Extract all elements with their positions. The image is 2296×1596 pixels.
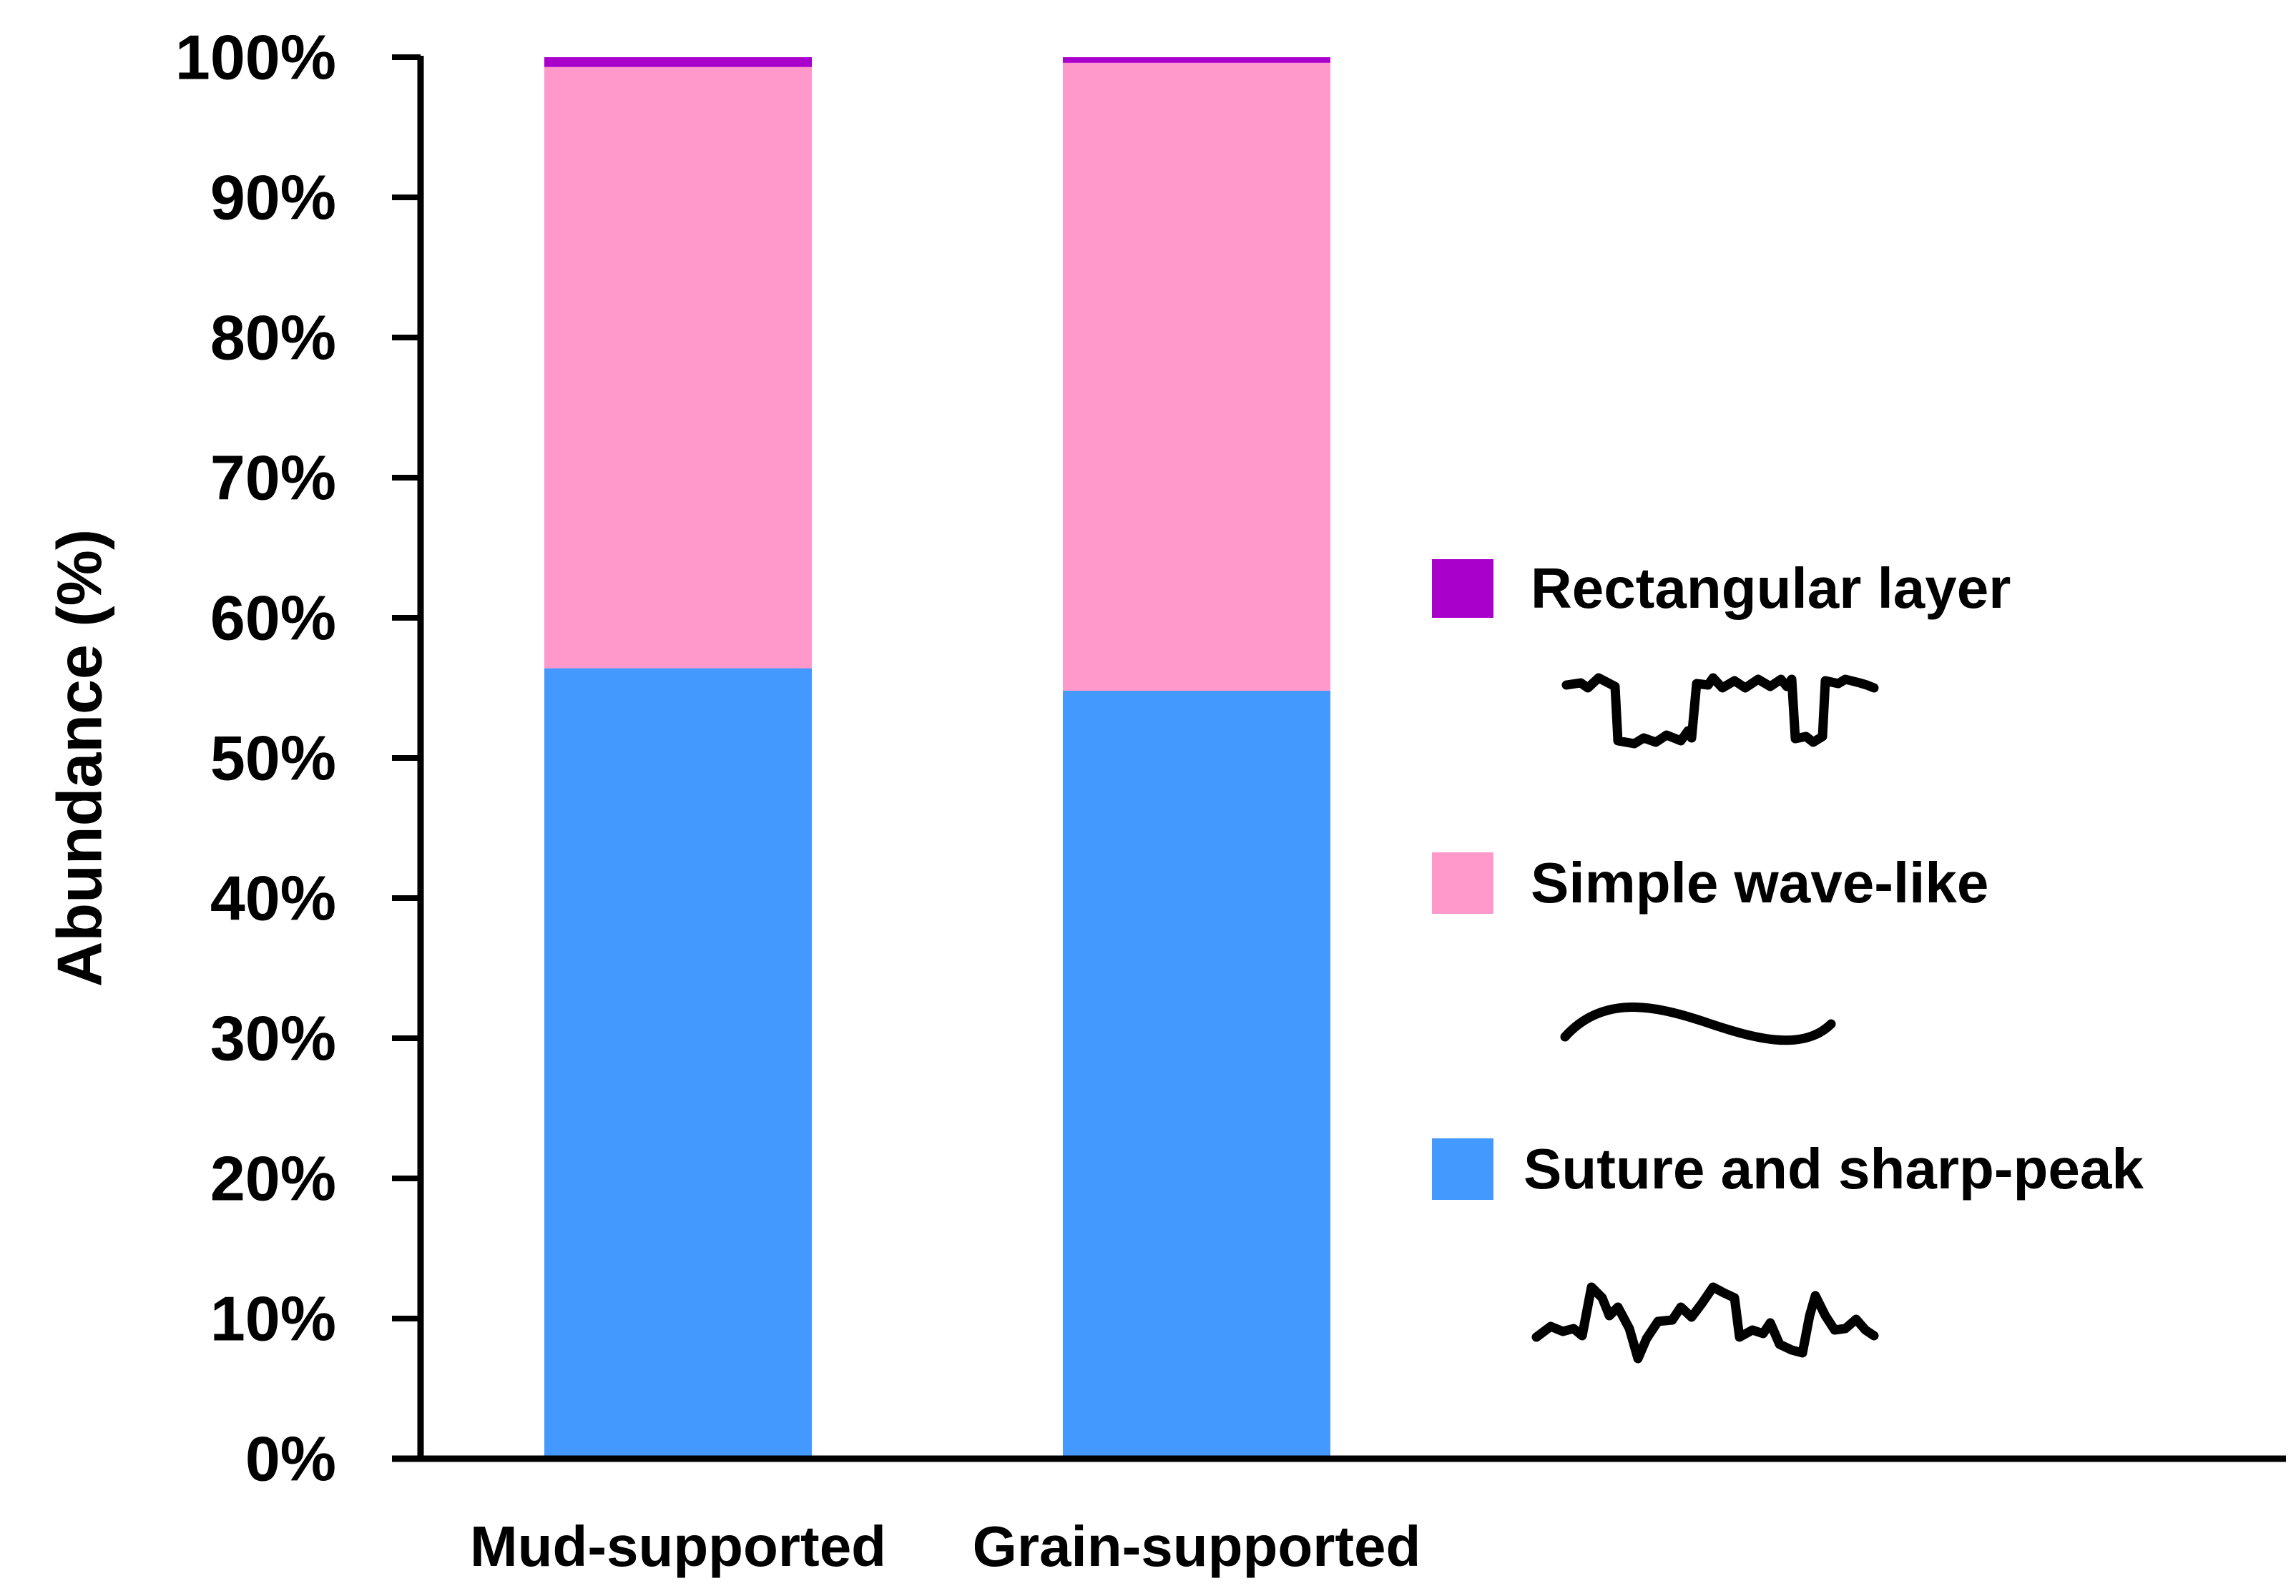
bar-segment: [1063, 57, 1330, 63]
bar-segment: [544, 57, 812, 67]
category-label: Grain-supported: [973, 1514, 1421, 1578]
y-tick-label: 90%: [210, 162, 336, 233]
rectangular-trace-icon: [1561, 673, 1879, 749]
legend-swatch-suture-and-sharp-peak: [1432, 1138, 1493, 1200]
y-tick-label: 10%: [210, 1284, 336, 1354]
wave-trace-icon: [1560, 1003, 1836, 1045]
y-tick-label: 0%: [245, 1424, 336, 1494]
y-tick-label: 40%: [210, 863, 336, 934]
y-tick-label: 80%: [210, 302, 336, 373]
y-tick-label: 70%: [210, 443, 336, 513]
y-ticks-group: 0% 10% 20% 30% 40% 50% 60% 70% 80% 90% 100%: [175, 22, 421, 1494]
y-tick-label: 60%: [210, 583, 336, 654]
category-label: Mud-supported: [470, 1514, 886, 1578]
legend-label-simple-wave-like: Simple wave-like: [1531, 851, 1988, 915]
legend: Rectangular layer Simple wave-like Sutur…: [1432, 556, 2144, 1364]
y-tick-label: 100%: [175, 22, 336, 93]
y-tick-label: 30%: [210, 1003, 336, 1074]
suture-trace-icon: [1531, 1282, 1879, 1364]
y-tick-label: 20%: [210, 1143, 336, 1214]
bar-segment: [544, 66, 812, 669]
y-axis-label: Abundance (%): [44, 529, 114, 987]
bar-segment: [1063, 690, 1330, 1459]
category-labels-group: Mud-supported Grain-supported: [470, 1514, 1421, 1578]
bars-group: [544, 57, 1330, 1459]
legend-label-rectangular-layer: Rectangular layer: [1531, 556, 2011, 620]
bar-segment: [1063, 62, 1330, 691]
legend-swatch-simple-wave-like: [1432, 852, 1493, 914]
y-tick-label: 50%: [210, 723, 336, 794]
legend-swatch-rectangular-layer: [1432, 559, 1493, 618]
bar-segment: [544, 668, 812, 1459]
legend-label-suture-and-sharp-peak: Suture and sharp-peak: [1524, 1137, 2144, 1201]
